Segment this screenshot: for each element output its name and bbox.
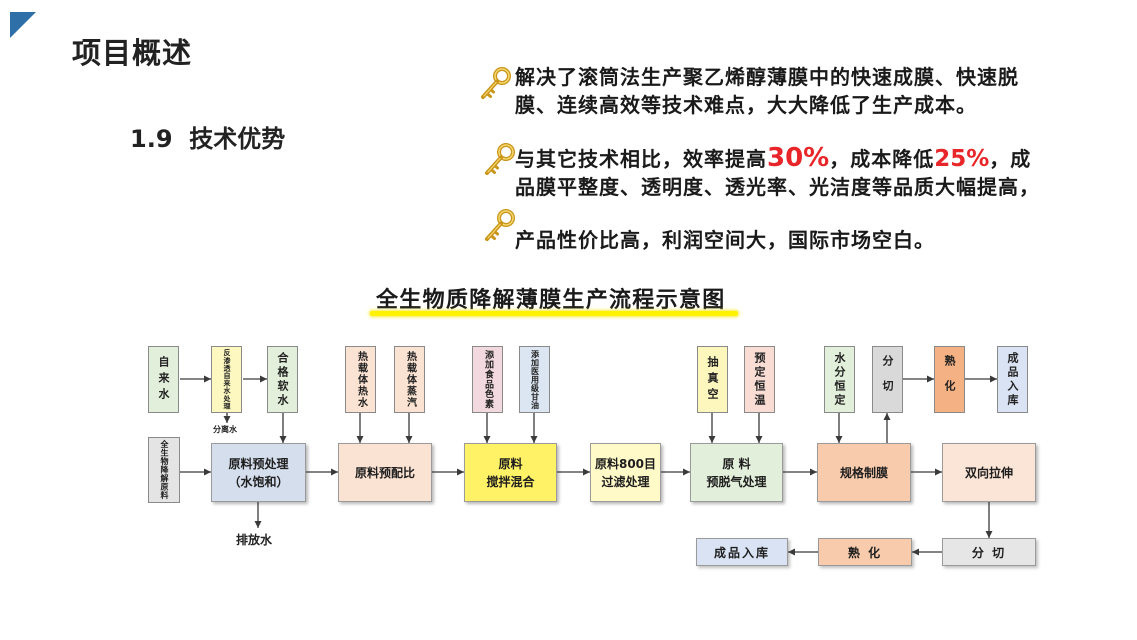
- step-label-line: 规格制膜: [839, 465, 888, 480]
- input-ro-water-treatment: 反渗透自来水处理: [211, 346, 242, 413]
- box-label: 抽真空: [706, 355, 719, 404]
- process-step-film-forming: 规格制膜: [817, 443, 911, 502]
- box-label: 水分恒定: [833, 351, 846, 408]
- box-label: 分切: [881, 354, 894, 405]
- finish-warehousing: 成品入库: [696, 538, 788, 566]
- bullet-1-line-1: 解决了滚筒法生产聚乙烯醇薄膜中的快速成膜、快速脱: [515, 65, 1019, 89]
- box-label: 热载体热水: [355, 350, 367, 409]
- bullet-1-line-2: 膜、连续高效等技术难点，大大降低了生产成本。: [515, 93, 977, 117]
- bullet-2-line-1: 与其它技术相比，效率提高30%，成本降低25%，成: [515, 143, 1031, 174]
- step-label-line: 过滤处理: [601, 474, 650, 489]
- bullet-2-text-c: ，成: [989, 147, 1032, 171]
- box-label: 添加医用级甘油: [530, 349, 540, 410]
- step-label-line: 原料预处理: [228, 456, 289, 471]
- process-step-proportioning: 原料预配比: [338, 443, 432, 502]
- branch-curing: 熟化: [934, 346, 965, 413]
- box-label: 自来水: [157, 355, 170, 404]
- step-label-line: 原料800目: [594, 456, 657, 471]
- box-label: 合格软水: [276, 351, 289, 408]
- input-constant-temperature: 预定恒温: [744, 346, 775, 413]
- input-vacuum: 抽真空: [697, 346, 728, 413]
- corner-accent-triangle: [10, 12, 36, 38]
- input-moisture-constant: 水分恒定: [824, 346, 855, 413]
- bullet-3-line-1: 产品性价比高，利润空间大，国际市场空白。: [515, 228, 935, 252]
- key-icon: [482, 208, 516, 244]
- process-step-degassing: 原 料 预脱气处理: [690, 443, 783, 502]
- section-heading: 1.9 技术优势: [130, 125, 286, 153]
- key-icon: [482, 142, 516, 178]
- box-label: 反渗透自来水处理: [223, 349, 231, 410]
- step-label-line: 搅拌混合: [486, 474, 535, 489]
- box-label: 全生物降解原料: [160, 440, 169, 500]
- process-step-mixing: 原料 搅拌混合: [464, 443, 557, 502]
- process-step-biaxial-stretching: 双向拉伸: [942, 443, 1036, 502]
- finish-slitting: 分 切: [942, 538, 1036, 566]
- input-food-coloring: 添加食品色素: [472, 346, 503, 413]
- step-label-line: 原 料: [722, 456, 751, 471]
- step-label-line: 双向拉伸: [964, 465, 1013, 480]
- input-heat-carrier-steam: 热载体蒸汽: [394, 346, 425, 413]
- bullet-2-text-a: 与其它技术相比，效率提高: [515, 147, 767, 171]
- bullet-2-line-2: 品膜平整度、透明度、透光率、光洁度等品质大幅提高，: [515, 175, 1040, 199]
- efficiency-gain-value: 30%: [767, 143, 830, 173]
- process-step-filtering: 原料800目 过滤处理: [590, 443, 661, 502]
- branch-slitting: 分切: [872, 346, 903, 413]
- step-label-line: 预脱气处理: [706, 474, 767, 489]
- step-label-line: 原料预配比: [354, 465, 415, 480]
- step-label-line: （水饱和）: [228, 474, 289, 489]
- input-medical-glycerin: 添加医用级甘油: [519, 346, 550, 413]
- box-label: 添加食品色素: [483, 350, 493, 409]
- branch-warehousing: 成品入库: [997, 346, 1028, 413]
- cost-reduction-value: 25%: [934, 146, 990, 172]
- box-label: 熟化: [943, 354, 956, 405]
- diagram-title-underline: [370, 311, 738, 316]
- page-title: 项目概述: [72, 36, 193, 70]
- box-label: 预定恒温: [753, 351, 766, 408]
- drain-water-label: 排放水: [236, 533, 273, 547]
- box-label: 热载体蒸汽: [404, 350, 416, 409]
- input-heat-carrier-hot-water: 热载体热水: [345, 346, 376, 413]
- step-label-line: 原料: [498, 456, 523, 471]
- diagram-title: 全生物质降解薄膜生产流程示意图: [376, 288, 726, 313]
- key-icon: [478, 66, 512, 102]
- input-biodegradable-raw-material: 全生物降解原料: [148, 437, 180, 503]
- input-qualified-soft-water: 合格软水: [267, 346, 298, 413]
- finish-curing: 熟 化: [818, 538, 912, 566]
- input-tap-water: 自来水: [148, 346, 179, 413]
- bullet-2-text-b: ，成本降低: [829, 147, 935, 171]
- separated-water-label: 分离水: [213, 425, 237, 434]
- process-step-pretreatment: 原料预处理 （水饱和）: [211, 443, 306, 502]
- box-label: 成品入库: [1006, 351, 1019, 408]
